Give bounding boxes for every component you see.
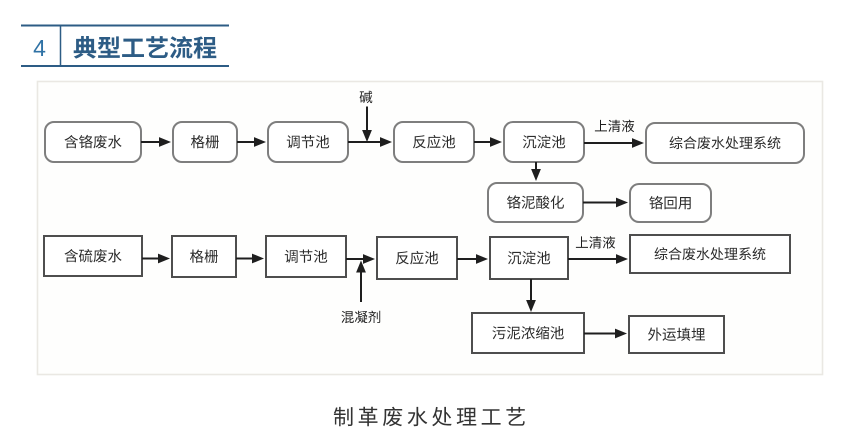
svg-text:4: 4 <box>33 35 46 61</box>
